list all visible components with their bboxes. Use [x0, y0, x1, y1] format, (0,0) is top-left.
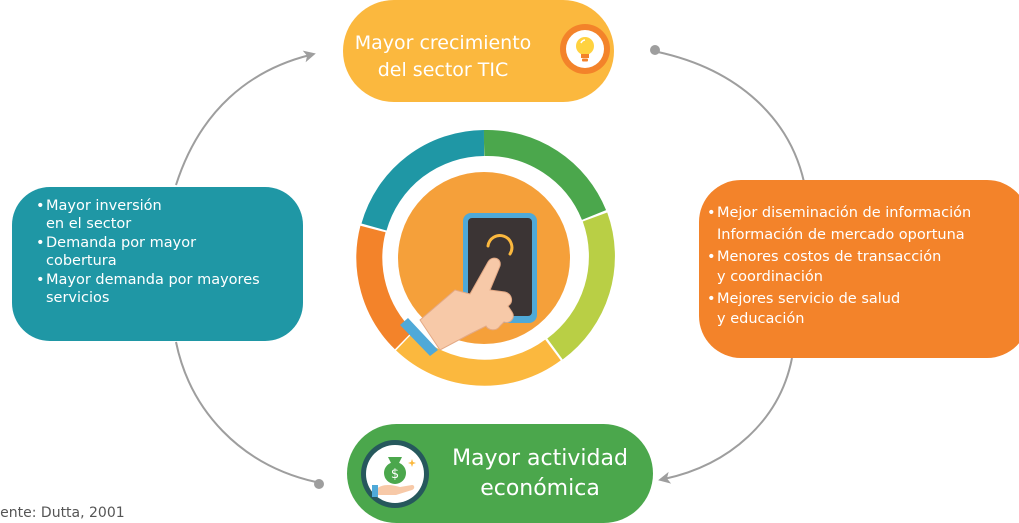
- top-node: Mayor crecimiento del sector TIC: [343, 0, 614, 102]
- right-bullet-item: Información de mercado oportuna: [717, 227, 965, 243]
- right-bullet-item: •Mejores servicio de salud y educación: [707, 291, 901, 327]
- right-bullet-list: •Mejor diseminación de información Infor…: [707, 203, 971, 331]
- left-bullet-list: •Mayor inversión en el sector •Demanda p…: [36, 197, 260, 308]
- money-bag-hand-icon: $: [372, 457, 416, 497]
- lightbulb-badge: [560, 24, 610, 74]
- right-node: •Mejor diseminación de información Infor…: [699, 180, 1019, 358]
- arrow-top-to-right: [657, 51, 805, 183]
- bottom-node-label: Mayor actividad económica: [452, 446, 628, 501]
- lightbulb-icon: [576, 37, 594, 62]
- hand-touching-smartphone-icon: [400, 213, 537, 356]
- right-bullet-item: •Menores costos de transacción y coordin…: [707, 249, 942, 285]
- arrow-start-dot-top: [650, 45, 660, 55]
- money-badge: $: [361, 440, 429, 508]
- left-node: •Mayor inversión en el sector •Demanda p…: [12, 187, 303, 341]
- arrow-start-dot-bottom: [314, 479, 324, 489]
- source-text: Fuente: Dutta, 2001: [0, 505, 125, 521]
- arrow-bottom-to-left: [175, 341, 317, 483]
- center-ring: [356, 129, 615, 386]
- arrow-left-to-top: [175, 50, 316, 186]
- right-bullet-item: •Mejor diseminación de información: [707, 205, 972, 221]
- source-note: Fuente: Dutta, 2001: [0, 504, 140, 523]
- left-bullet-item: •Mayor demanda por mayores servicios: [36, 272, 260, 306]
- bottom-node: $ Mayor actividad económica: [347, 424, 653, 523]
- left-bullet-item: •Mayor inversión en el sector: [36, 198, 162, 232]
- top-node-label: Mayor crecimiento del sector TIC: [354, 32, 532, 81]
- svg-text:$: $: [391, 467, 399, 482]
- left-bullet-item: •Demanda por mayor cobertura: [36, 235, 197, 269]
- arrow-right-to-bottom: [658, 357, 793, 484]
